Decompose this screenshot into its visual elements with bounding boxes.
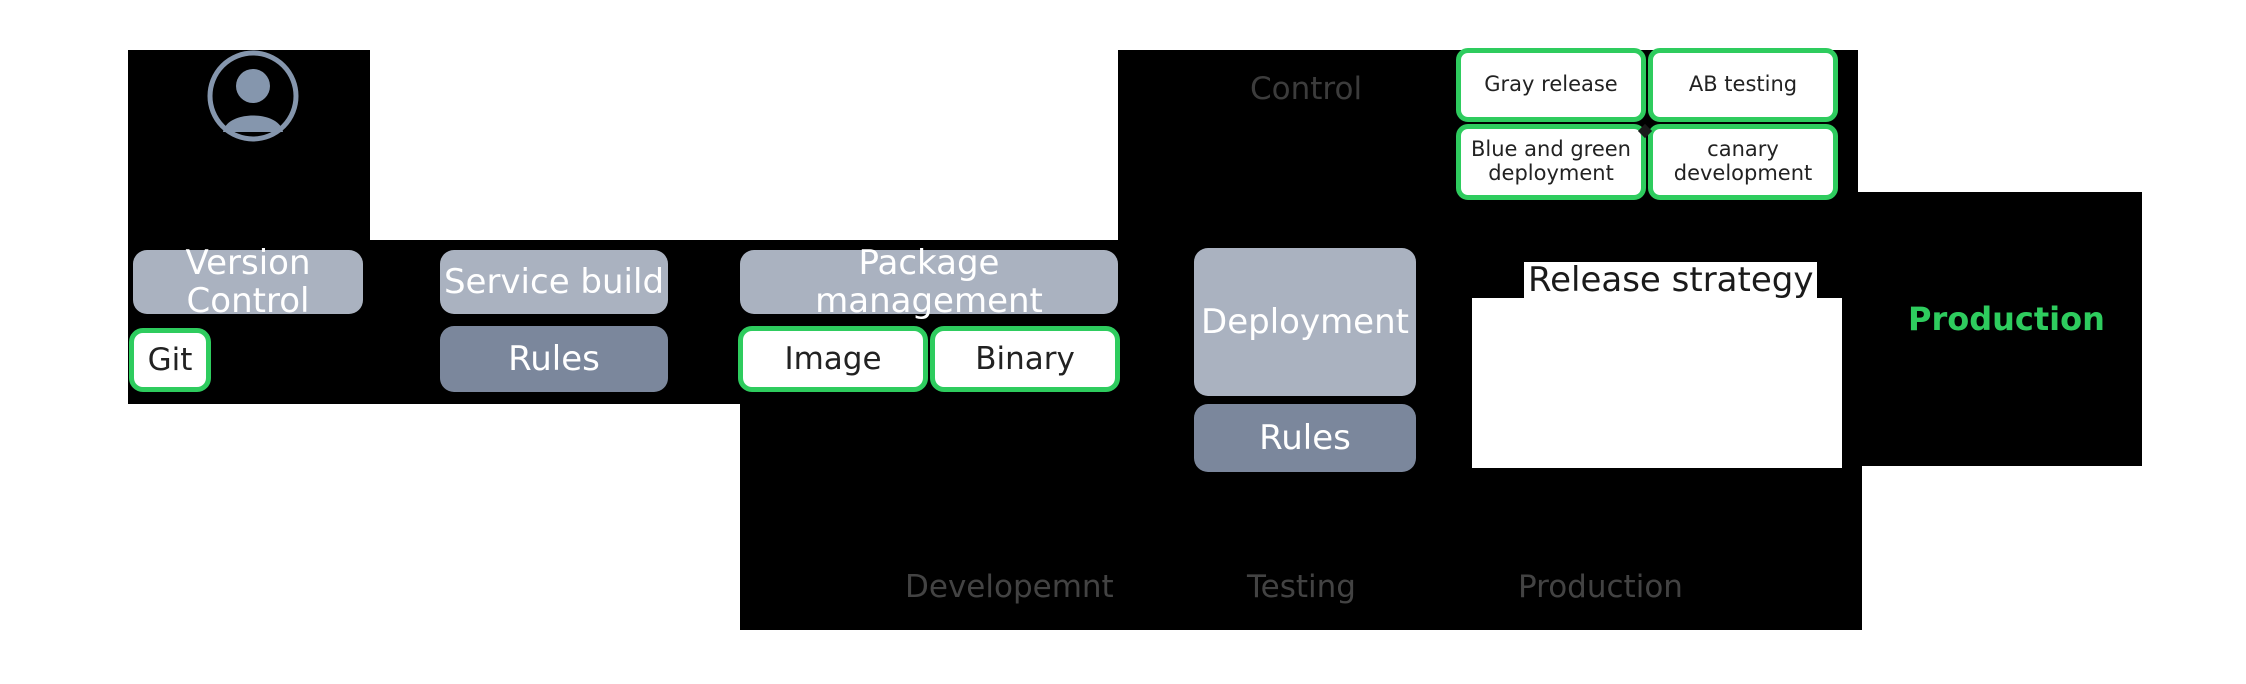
- control-label: Control: [1250, 72, 1362, 106]
- stage-box-deployment[interactable]: Deployment: [1194, 248, 1416, 396]
- control-label-text: Control: [1250, 71, 1363, 107]
- stage-box-service-build[interactable]: Service build: [440, 250, 668, 314]
- swimlane-label-development-text: Developemnt: [905, 569, 1114, 605]
- rules-box-deployment[interactable]: Rules: [1194, 404, 1416, 472]
- stage-box-package-management[interactable]: Package management: [740, 244, 1118, 320]
- strategy-box-canary[interactable]: canary development: [1648, 124, 1838, 200]
- swimlane-label-production: Production: [1518, 570, 1683, 604]
- artifact-label-binary: Binary: [975, 340, 1075, 377]
- stage-box-version-control[interactable]: Version Control: [133, 244, 363, 320]
- stage-label-package-management: Package management: [815, 242, 1043, 321]
- artifact-label-image: Image: [784, 340, 882, 377]
- stage-label-deployment: Deployment: [1201, 301, 1409, 342]
- production-environment-label-text: Production: [1908, 300, 2105, 338]
- artifact-box-binary[interactable]: Binary: [930, 326, 1120, 392]
- swimlane-label-testing: Testing: [1247, 570, 1356, 604]
- artifact-box-image[interactable]: Image: [738, 326, 928, 392]
- strategy-box-gray-release[interactable]: Gray release: [1456, 48, 1646, 122]
- strategy-label-ab-testing: AB testing: [1688, 72, 1798, 97]
- strategy-box-ab-testing[interactable]: AB testing: [1648, 48, 1838, 122]
- release-strategy-label: Release strategy: [1524, 260, 1818, 300]
- strategy-label-gray-release: Gray release: [1484, 72, 1618, 97]
- strategy-label-blue-green: Blue and green deployment: [1471, 137, 1631, 185]
- rules-label-service-build: Rules: [508, 338, 600, 379]
- stage-label-service-build: Service build: [443, 261, 665, 302]
- rules-box-service-build[interactable]: Rules: [440, 326, 668, 392]
- panel-production: [1858, 192, 2142, 466]
- production-environment-label: Production: [1908, 300, 2105, 338]
- user-avatar-icon: [205, 48, 301, 144]
- artifact-label-git: Git: [147, 341, 193, 378]
- swimlane-label-development: Developemnt: [905, 570, 1114, 604]
- swimlane-label-production-text: Production: [1518, 569, 1683, 605]
- stage-label-version-control: Version Control: [185, 242, 311, 321]
- rules-label-deployment: Rules: [1259, 417, 1351, 458]
- strategy-box-blue-green[interactable]: Blue and green deployment: [1456, 124, 1646, 200]
- artifact-box-git[interactable]: Git: [129, 328, 211, 392]
- swimlane-label-testing-text: Testing: [1247, 569, 1356, 605]
- release-strategy-plate: [1472, 298, 1842, 468]
- release-strategy-label-text: Release strategy: [1528, 260, 1814, 300]
- strategy-label-canary: canary development: [1673, 137, 1813, 185]
